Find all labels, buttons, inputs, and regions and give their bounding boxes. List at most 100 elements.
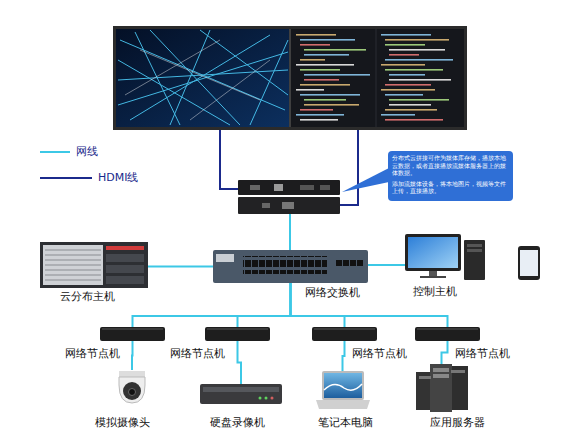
code-line: [296, 34, 336, 36]
callout-box: 分布式云拼接可作为媒体库存储，播放本地云数据，或者直接播放流媒体服务器上的媒体数…: [388, 151, 513, 201]
pc-tower: [464, 240, 485, 280]
laptop: [316, 371, 370, 409]
streak: [170, 30, 210, 125]
switch-ports: [243, 256, 327, 274]
hdmi-wire: [340, 130, 358, 205]
camera-mount: [119, 371, 145, 377]
wall-panel: [116, 29, 289, 127]
streak: [190, 60, 270, 120]
streak: [200, 30, 288, 95]
code-line: [385, 44, 425, 46]
dvr-unit: [200, 384, 282, 404]
decoder-port: [274, 184, 283, 191]
network-cable: [238, 341, 242, 384]
decoder-port: [320, 185, 330, 190]
dvr-body: [200, 384, 282, 404]
node-box: 笔记本电脑: [315, 371, 370, 410]
code-line: [300, 109, 333, 111]
code-line: [296, 64, 354, 66]
node-box: 网络节点机: [312, 327, 377, 341]
code-line: [300, 94, 360, 96]
code-line: [389, 54, 419, 56]
laptop-base: [316, 400, 370, 409]
node-label: 应用服务器: [430, 416, 485, 429]
drive-bay: [106, 276, 144, 284]
code-line: [304, 104, 359, 106]
dome-camera: [119, 371, 145, 403]
tower-bay: [467, 244, 482, 247]
code-line: [304, 49, 366, 51]
network-cable: [131, 341, 134, 370]
tower: [430, 364, 452, 412]
vent: [45, 260, 101, 261]
code-line: [304, 99, 346, 101]
code-line: [389, 74, 425, 76]
node-unit: [312, 327, 377, 341]
code-line: [304, 54, 349, 56]
wall-frame: [113, 26, 467, 130]
node-box: 应用服务器: [415, 364, 468, 412]
code-line: [381, 114, 415, 116]
code-line: [385, 39, 449, 41]
server-body: [40, 242, 148, 288]
network-cable: [442, 341, 448, 364]
switch-badge: [216, 254, 234, 262]
code-line: [300, 119, 338, 121]
dvr-led: [271, 397, 274, 400]
control-workstation: [405, 234, 485, 280]
server-chassis: [40, 242, 148, 288]
callout-text: 添加流媒体设备，将本地图片，视频等文件上传，直接播放。: [392, 181, 509, 196]
streak: [135, 32, 180, 125]
hdmi-wire: [220, 130, 238, 189]
code-line: [300, 84, 350, 86]
node-label: 模拟摄像头: [95, 416, 150, 429]
code-line: [389, 104, 431, 106]
tower-bay: [451, 370, 465, 373]
code-line: [381, 64, 425, 66]
node-highlight: [417, 329, 478, 330]
decoder-port: [262, 203, 270, 208]
streak: [125, 40, 220, 95]
node-box: 云分布主机: [40, 242, 148, 288]
light-streaks: [118, 30, 288, 125]
code-line: [385, 59, 453, 61]
node-highlight: [207, 329, 268, 330]
vent: [45, 270, 101, 271]
network-cable: [238, 283, 291, 327]
node-box: 网络节点机: [100, 327, 165, 341]
streak: [118, 52, 288, 105]
camera-dome: [123, 382, 141, 400]
laptop-screen: [324, 373, 362, 398]
switch-body: [213, 250, 368, 283]
server-stripe: [106, 246, 144, 250]
network-cable: [343, 341, 345, 371]
node-box: 网络交换机: [213, 250, 368, 283]
node-box: 网络节点机: [205, 327, 270, 341]
drive-bay: [106, 254, 144, 262]
code-line: [300, 39, 355, 41]
tablet-screen: [520, 250, 538, 276]
node-label: 网络交换机: [305, 286, 360, 299]
light-streaks: [125, 40, 270, 120]
panel-seam: [290, 29, 291, 127]
vent: [45, 265, 101, 266]
node-label: 控制主机: [413, 285, 457, 298]
code-line: [381, 89, 435, 91]
streak: [250, 40, 288, 125]
wall-panel: [291, 29, 464, 127]
node-box: 控制主机: [405, 234, 487, 280]
network-cable: [368, 264, 405, 266]
legend-hdmi-line: [40, 177, 92, 179]
monitor-stand: [429, 271, 437, 276]
server-front: [43, 245, 103, 285]
tower-bay: [433, 374, 449, 378]
tower-bay: [433, 368, 449, 372]
tower-bay: [467, 249, 482, 252]
server-towers: [416, 364, 468, 412]
camera-body: [119, 377, 145, 403]
decoder-box: [238, 197, 340, 214]
code-line: [389, 99, 449, 101]
code-line: [296, 89, 324, 91]
code-line: [300, 44, 330, 46]
drive-bay: [106, 265, 144, 273]
